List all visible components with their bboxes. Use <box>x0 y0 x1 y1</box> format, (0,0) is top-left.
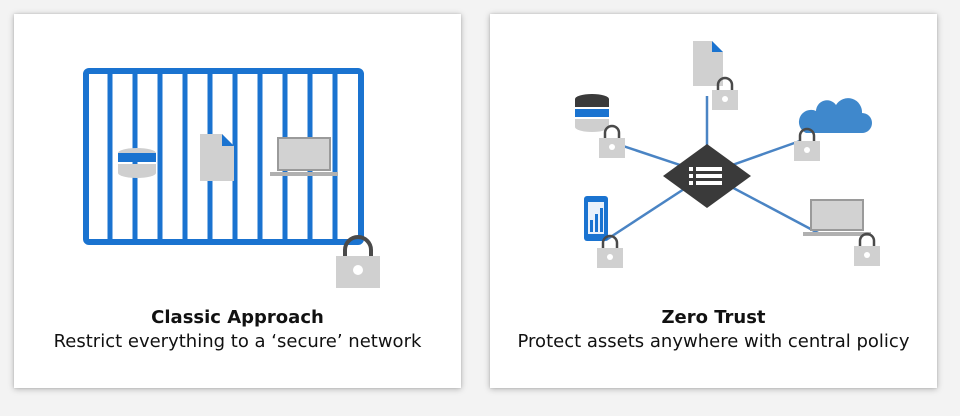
lock-icon <box>712 76 738 110</box>
lock-icon <box>599 124 625 158</box>
laptop-icon <box>270 137 338 176</box>
database-icon <box>575 94 609 132</box>
document-icon <box>200 134 234 181</box>
lock-icon <box>854 232 880 266</box>
zero-trust-title: Zero Trust <box>661 307 766 328</box>
document-icon <box>693 41 723 86</box>
database-icon <box>118 148 156 178</box>
laptop-icon <box>803 199 871 236</box>
cloud-icon <box>798 98 872 133</box>
lock-icon <box>794 127 820 161</box>
classic-approach-illustration <box>83 68 380 288</box>
zero-trust-subtitle: Protect assets anywhere with central pol… <box>517 331 910 352</box>
zero-trust-panel: Zero Trust Protect assets anywhere with … <box>490 14 937 388</box>
policy-hub-icon <box>663 144 751 208</box>
classic-approach-panel: Classic Approach Restrict everything to … <box>14 14 461 388</box>
classic-caption: Classic Approach Restrict everything to … <box>14 306 461 354</box>
lock-icon <box>597 234 623 268</box>
lock-icon <box>336 235 380 288</box>
zero-trust-caption: Zero Trust Protect assets anywhere with … <box>490 306 937 354</box>
classic-subtitle: Restrict everything to a ‘secure’ networ… <box>53 331 422 352</box>
phone-icon <box>584 196 608 241</box>
zero-trust-illustration <box>575 41 880 268</box>
classic-title: Classic Approach <box>151 307 324 328</box>
